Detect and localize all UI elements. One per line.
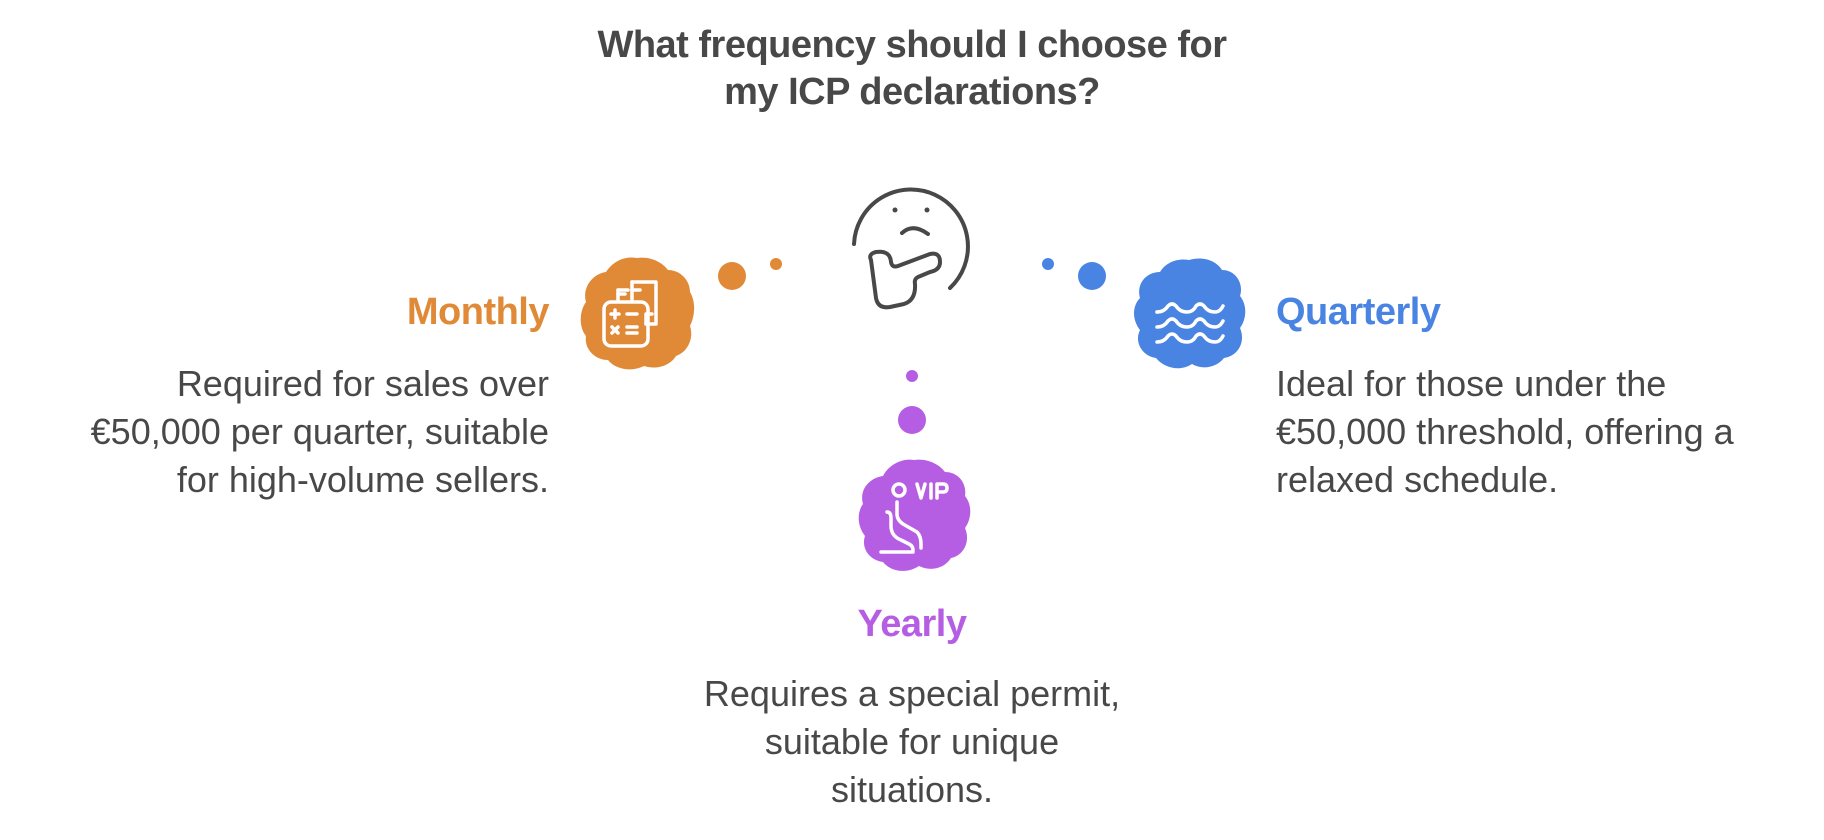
monthly-connector-dot-large [718,262,746,290]
quarterly-description-line: €50,000 threshold, offering a [1276,411,1734,452]
yearly-description-line: suitable for unique [764,721,1060,762]
monthly-description-line: €50,000 per quarter, suitable [90,411,549,452]
yearly-heading: Yearly [857,603,968,645]
monthly-heading: Monthly [406,291,550,333]
quarterly-description-line: Ideal for those under the [1276,363,1667,404]
quarterly-option-icon [1130,254,1248,372]
yearly-description-line: situations. [830,769,994,810]
quarterly-description: Ideal for those under the €50,000 thresh… [1276,360,1734,504]
thinking-face-icon [846,168,982,314]
quarterly-description-line: relaxed schedule. [1276,459,1559,500]
yearly-option-icon [855,456,973,574]
yearly-connector-dot-large [898,406,926,434]
quarterly-heading: Quarterly [1276,291,1441,333]
yearly-connector-dot-small [906,370,918,382]
monthly-description-line: for high-volume sellers. [176,459,549,500]
yearly-description: Requires a special permit, suitable for … [562,670,1262,814]
quarterly-connector-dot-large [1078,262,1106,290]
monthly-connector-dot-small [770,258,782,270]
monthly-option-icon [578,254,696,372]
title-line-2: my ICP declarations? [724,71,1100,113]
yearly-description-line: Requires a special permit, [703,673,1121,714]
monthly-description: Required for sales over €50,000 per quar… [91,360,549,504]
monthly-description-line: Required for sales over [176,363,549,404]
quarterly-connector-dot-small [1042,258,1054,270]
diagram-title: What frequency should I choose for my IC… [512,22,1312,116]
title-line-1: What frequency should I choose for [597,24,1227,66]
